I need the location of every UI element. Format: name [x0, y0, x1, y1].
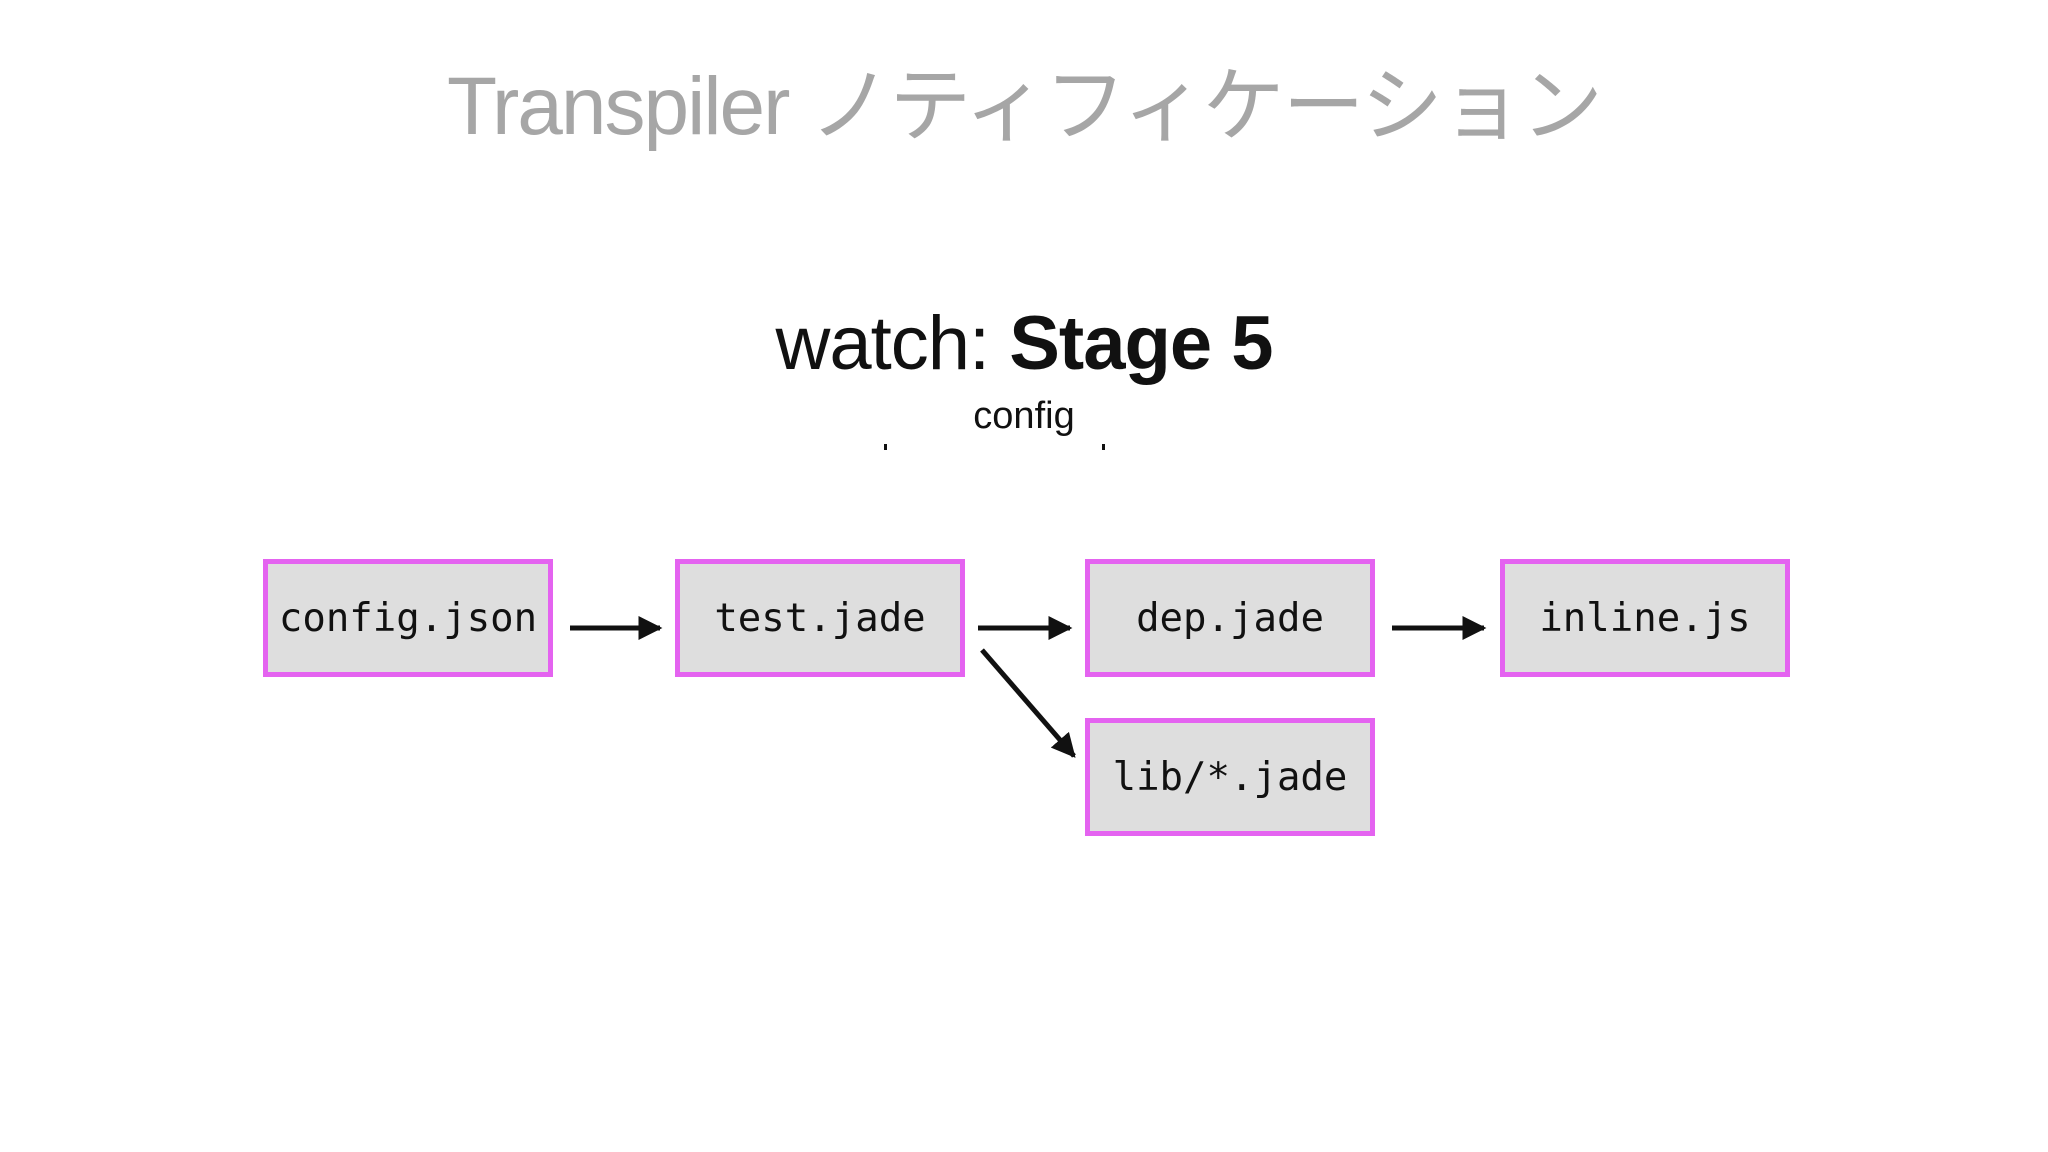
node-config-json: config.json	[263, 559, 553, 677]
node-lib-jade: lib/*.jade	[1085, 718, 1375, 836]
node-dep-jade: dep.jade	[1085, 559, 1375, 677]
stage-heading: watch: Stage 5	[0, 296, 2048, 392]
edge-test-to-lib	[980, 648, 1076, 758]
stage-heading-stage: Stage 5	[1009, 301, 1273, 386]
stage-heading-prefix: watch:	[775, 301, 1010, 386]
slide-title: Transpiler ノティフィケーション	[446, 61, 1603, 152]
clipped-glyph	[884, 444, 887, 450]
node-inline-js: inline.js	[1500, 559, 1790, 677]
node-test-jade: test.jade	[675, 559, 965, 677]
clipped-glyph	[1102, 444, 1105, 450]
stage-subtitle: config	[973, 395, 1075, 437]
clipped-text-fragment	[880, 440, 1140, 450]
